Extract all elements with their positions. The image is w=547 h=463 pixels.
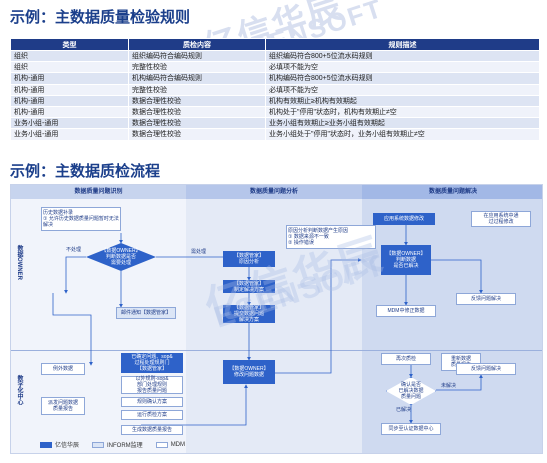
judge-plan-box: 【数据管家】 提交数据问题 解决方案 xyxy=(223,305,275,323)
lane-label-owner: 数据OWNER xyxy=(16,245,22,280)
lane-label-center: 数字化中心 xyxy=(16,375,22,405)
label-handle: 需处理 xyxy=(191,249,207,255)
table-row: 机构-通用数据合理性校验机构有效期止≥机构有效期起 xyxy=(10,94,540,107)
cell-rule: 业务小组有效期止≥业务小组有效期起 xyxy=(265,117,540,130)
rule-report-box: 生成数据质量报告 xyxy=(121,425,183,435)
rules-table: 类型 质检内容 规则描述 组织组织编码符合编码规则组织编码符合800+5位流水码… xyxy=(10,38,540,141)
legend-swatch-inform xyxy=(92,441,105,448)
cell-content: 数据合理性校验 xyxy=(128,128,266,141)
rule-run-box: 运行质检方案 xyxy=(121,410,183,420)
sync-center-box: 同步至认证数据中心 xyxy=(381,423,441,435)
apply-cleanup-box: 在应用系统中通 过过程修改 xyxy=(471,211,531,227)
legend-swatch-mdm xyxy=(155,441,168,448)
sample-data-box: 例外数据 xyxy=(41,363,85,375)
decision-refix: 确认是否 已解决数据 质量问题 xyxy=(386,377,436,405)
table-row: 业务小组-通用数据合理性校验业务小组有效期止≥业务小组有效期起 xyxy=(10,117,540,130)
cell-content: 机构编码符合编码规则 xyxy=(128,72,266,85)
feedback-box-1: 反馈问题解决 xyxy=(456,293,516,305)
cell-type: 业务小组-通用 xyxy=(10,128,129,141)
rule-check-box: 以外规则-sop& 部门处理规则 报告质量问题 xyxy=(121,376,183,394)
cell-rule: 机构处于"停用"状态时，机构有效期止≠空 xyxy=(265,105,540,119)
column-header-identify: 数据质量问题识别 xyxy=(11,185,186,199)
analysis-note-box: 原因分析判断数据产生原因 ① 数据来源不一致 ② 操作错误 xyxy=(286,225,376,249)
cell-type: 组织 xyxy=(10,61,129,74)
cell-type: 机构-通用 xyxy=(10,72,129,85)
cell-rule: 机构有效期止≥机构有效期起 xyxy=(265,94,540,107)
decision-label: 确认是否 已解决数据 质量问题 xyxy=(398,382,424,400)
cell-rule: 必填项不能为空 xyxy=(265,61,540,74)
cell-content: 数据合理性校验 xyxy=(128,105,266,119)
cell-content: 数据合理性校验 xyxy=(128,117,266,130)
cell-content: 数据合理性校验 xyxy=(128,94,266,107)
decision-owner-handle: 【数据OWNER】 判断数据是否 需要处理 xyxy=(86,243,156,271)
table-row: 业务小组-通用数据合理性校验业务小组处于"停用"状态时，业务小组有效期止≠空 xyxy=(10,128,540,141)
plan-define-box: 【数据管家】 制定解决方案 xyxy=(223,280,275,293)
cell-type: 业务小组-通用 xyxy=(10,117,129,130)
flow-diagram: 数据质量问题识别 数据质量问题分析 数据质量问题解决 数据OWNER 数字化中心 xyxy=(10,184,543,454)
table-row: 机构-通用数据合理性校验机构处于"停用"状态时，机构有效期止≠空 xyxy=(10,105,540,119)
cell-rule: 必填项不能为空 xyxy=(265,83,540,96)
quality-recheck-box: 再次质检 xyxy=(381,353,431,365)
rule-define-box: 已确定问题、sop& 过程处理规则门 【数据管家】 xyxy=(121,353,183,373)
legend-label-mdm: MDM xyxy=(170,441,186,448)
history-note-box: 历史数据补录 ① 允许历史数据质量问题暂时无法解决 xyxy=(41,207,121,231)
column-header-analysis: 数据质量问题分析 xyxy=(186,185,362,199)
cell-content: 完整性校验 xyxy=(128,61,266,74)
cell-rule: 业务小组处于"停用"状态时，业务小组有效期止≠空 xyxy=(265,128,540,141)
apply-fix-box: 应用系统数据修改 xyxy=(373,213,435,225)
table-row: 组织完整性校验必填项不能为空 xyxy=(10,61,540,74)
cause-analysis-box: 【数据管家】 原因分析 xyxy=(223,251,275,267)
column-header-type: 类型 xyxy=(10,38,129,51)
table-row: 机构-通用机构编码符合编码规则机构编码符合800+5位流水码规则 xyxy=(10,72,540,85)
legend-label-esensoft: 亿信华辰 xyxy=(55,443,80,449)
column-header-solve: 数据质量问题解决 xyxy=(362,185,542,199)
table-section-title: 示例：主数据质量检验规则 xyxy=(10,9,191,26)
lane-divider xyxy=(11,350,542,351)
cell-rule: 组织编码符合800+5位流水码规则 xyxy=(265,49,540,63)
table-row: 机构-通用完整性校验必填项不能为空 xyxy=(10,83,540,96)
legend-swatch-esensoft xyxy=(40,441,52,448)
flow-section-title: 示例：主数据质检流程 xyxy=(10,163,161,180)
push-report-box: 派发问题数据 质量报告 xyxy=(41,397,85,415)
cell-type: 机构-通用 xyxy=(10,83,129,96)
table-row: 组织组织编码符合编码规则组织编码符合800+5位流水码规则 xyxy=(10,49,540,63)
feedback-box-2: 反馈问题解决 xyxy=(456,363,516,375)
label-unsolved-2: 未解决 xyxy=(441,383,457,389)
table-header-row: 类型 质检内容 规则描述 xyxy=(10,38,540,51)
column-header-rule: 规则描述 xyxy=(265,38,540,51)
column-bg-solve xyxy=(362,185,542,453)
fix-data-box: 【数据OWNER】 修改问题数据 xyxy=(223,360,275,384)
owner-verify-box: 【数据OWNER】 判断数据 是否已解决 xyxy=(381,245,431,275)
cell-rule: 机构编码符合800+5位流水码规则 xyxy=(265,72,540,85)
mail-notify-box: 邮件通知【数据管家】 xyxy=(116,307,176,319)
cell-type: 组织 xyxy=(10,49,129,63)
legend-label-inform: INFORM监理 xyxy=(107,443,143,449)
cell-content: 组织编码符合编码规则 xyxy=(128,49,266,63)
mdm-modify-box: MDM中修正数据 xyxy=(376,305,436,317)
cell-type: 机构-通用 xyxy=(10,105,129,119)
rule-fix-box: 规则确认方案 xyxy=(121,397,183,407)
decision-label: 【数据OWNER】 判断数据是否 需要处理 xyxy=(101,248,141,266)
label-solved-2: 已解决 xyxy=(396,407,412,413)
cell-content: 完整性校验 xyxy=(128,83,266,96)
label-no-handle: 不处理 xyxy=(66,247,82,253)
flow-legend: 亿信华辰 INFORM监理 MDM xyxy=(40,440,185,449)
cell-type: 机构-通用 xyxy=(10,94,129,107)
column-header-content: 质检内容 xyxy=(128,38,266,51)
